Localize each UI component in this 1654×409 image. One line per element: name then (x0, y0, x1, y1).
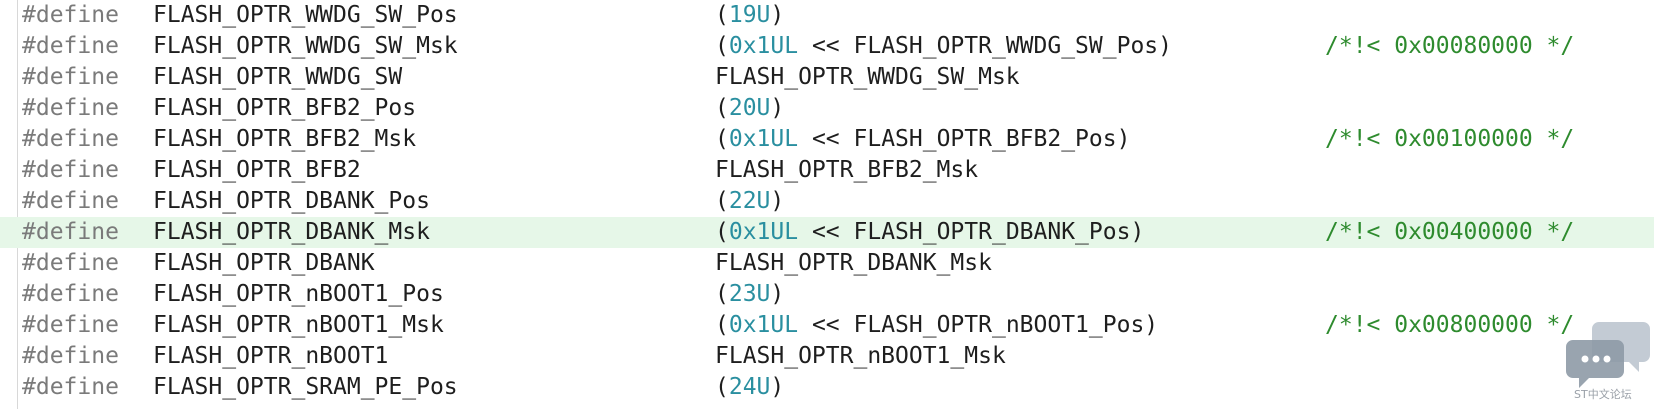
macro-name: FLASH_OPTR_WWDG_SW (153, 64, 403, 90)
code-line[interactable]: #define FLASH_OPTR_nBOOT1_Pos (23U) (0, 279, 1654, 310)
code-line[interactable]: #define FLASH_OPTR_SRAM_PE_Pos (24U) (0, 372, 1654, 403)
macro-value: (24U) (715, 372, 784, 403)
numeric-literal: (20U) (715, 95, 785, 121)
macro-name: FLASH_OPTR_DBANK (153, 250, 375, 276)
define-keyword: #define (22, 157, 119, 183)
macro-name: FLASH_OPTR_DBANK_Pos (153, 188, 430, 214)
numeric-literal: (0x1UL (715, 126, 799, 152)
define-keyword: #define (22, 2, 119, 28)
numeric-literal: (0x1UL (715, 219, 799, 245)
macro-value: (0x1UL << FLASH_OPTR_WWDG_SW_Pos) (715, 31, 1172, 62)
macro-name: FLASH_OPTR_BFB2 (153, 157, 361, 183)
macro-value: (0x1UL << FLASH_OPTR_DBANK_Pos) (715, 217, 1144, 248)
macro-expression: << FLASH_OPTR_BFB2_Pos) (798, 126, 1131, 152)
macro-value: (22U) (715, 186, 784, 217)
code-line[interactable]: #define FLASH_OPTR_BFB2_Msk (0x1UL << FLAS… (0, 124, 1654, 155)
macro-value: FLASH_OPTR_WWDG_SW_Msk (715, 62, 1020, 93)
numeric-literal: (23U) (715, 281, 785, 307)
define-keyword: #define (22, 374, 119, 400)
numeric-literal: (22U) (715, 188, 785, 214)
macro-expression: FLASH_OPTR_nBOOT1_Msk (715, 343, 1006, 369)
macro-value: FLASH_OPTR_nBOOT1_Msk (715, 341, 1006, 372)
code-line[interactable]: #define FLASH_OPTR_BFB2 FLASH_OPTR_BFB2_Ms… (0, 155, 1654, 186)
code-line[interactable]: #define FLASH_OPTR_DBANK FLASH_OPTR_DBANK_… (0, 248, 1654, 279)
macro-expression: << FLASH_OPTR_WWDG_SW_Pos) (798, 33, 1172, 59)
macro-name: FLASH_OPTR_nBOOT1_Pos (153, 281, 444, 307)
macro-expression: FLASH_OPTR_DBANK_Msk (715, 250, 992, 276)
numeric-literal: (24U) (715, 374, 785, 400)
numeric-literal: (19U) (715, 2, 785, 28)
code-line-current[interactable]: #define FLASH_OPTR_DBANK_Msk (0x1UL << FLA… (0, 217, 1654, 248)
define-keyword: #define (22, 312, 119, 338)
macro-expression: << FLASH_OPTR_DBANK_Pos) (798, 219, 1145, 245)
code-line[interactable]: #define FLASH_OPTR_BFB2_Pos (20U) (0, 93, 1654, 124)
define-keyword: #define (22, 126, 119, 152)
macro-value: (23U) (715, 279, 784, 310)
code-comment: /*!< 0x00100000 */ (1325, 126, 1575, 152)
watermark-label: ST中文论坛 (1574, 388, 1632, 401)
macro-expression: FLASH_OPTR_WWDG_SW_Msk (715, 64, 1020, 90)
code-comment: /*!< 0x00800000 */ (1325, 312, 1575, 338)
code-line[interactable]: #define FLASH_OPTR_WWDG_SW_Pos (19U) (0, 0, 1654, 31)
define-keyword: #define (22, 64, 119, 90)
macro-value: (20U) (715, 93, 784, 124)
macro-name: FLASH_OPTR_WWDG_SW_Pos (153, 2, 458, 28)
macro-name: FLASH_OPTR_BFB2_Pos (153, 95, 417, 121)
macro-value: (0x1UL << FLASH_OPTR_nBOOT1_Pos) (715, 310, 1158, 341)
define-keyword: #define (22, 343, 119, 369)
code-line[interactable]: #define FLASH_OPTR_nBOOT1 FLASH_OPTR_nBOOT… (0, 341, 1654, 372)
macro-name: FLASH_OPTR_BFB2_Msk (153, 126, 417, 152)
code-line[interactable]: #define FLASH_OPTR_nBOOT1_Msk (0x1UL << FL… (0, 310, 1654, 341)
gutter-divider (17, 0, 18, 409)
chat-bubbles-icon (1566, 322, 1650, 388)
macro-value: (19U) (715, 0, 784, 31)
numeric-literal: (0x1UL (715, 33, 799, 59)
numeric-literal: (0x1UL (715, 312, 799, 338)
define-keyword: #define (22, 95, 119, 121)
define-keyword: #define (22, 250, 119, 276)
code-comment: /*!< 0x00400000 */ (1325, 219, 1575, 245)
macro-value: FLASH_OPTR_DBANK_Msk (715, 248, 992, 279)
define-keyword: #define (22, 33, 119, 59)
macro-expression: FLASH_OPTR_BFB2_Msk (715, 157, 979, 183)
macro-name: FLASH_OPTR_WWDG_SW_Msk (153, 33, 458, 59)
code-line[interactable]: #define FLASH_OPTR_WWDG_SW FLASH_OPTR_WWDG… (0, 62, 1654, 93)
macro-name: FLASH_OPTR_DBANK_Msk (153, 219, 430, 245)
code-comment: /*!< 0x00080000 */ (1325, 33, 1575, 59)
macro-name: FLASH_OPTR_nBOOT1 (153, 343, 389, 369)
macro-expression: << FLASH_OPTR_nBOOT1_Pos) (798, 312, 1159, 338)
define-keyword: #define (22, 188, 119, 214)
macro-name: FLASH_OPTR_nBOOT1_Msk (153, 312, 444, 338)
macro-value: (0x1UL << FLASH_OPTR_BFB2_Pos) (715, 124, 1130, 155)
code-line[interactable]: #define FLASH_OPTR_WWDG_SW_Msk (0x1UL << F… (0, 31, 1654, 62)
define-keyword: #define (22, 219, 119, 245)
code-line[interactable]: #define FLASH_OPTR_DBANK_Pos (22U) (0, 186, 1654, 217)
macro-value: FLASH_OPTR_BFB2_Msk (715, 155, 978, 186)
define-keyword: #define (22, 281, 119, 307)
macro-name: FLASH_OPTR_SRAM_PE_Pos (153, 374, 458, 400)
